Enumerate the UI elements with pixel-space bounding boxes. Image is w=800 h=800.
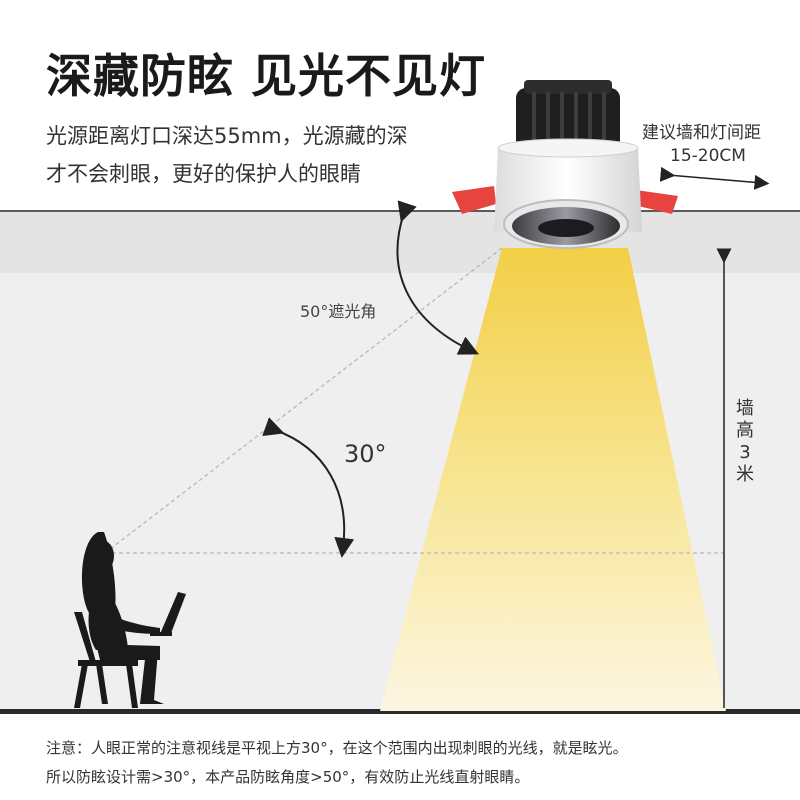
distance-arrow xyxy=(659,166,770,190)
wall-height-label: 墙高3米 xyxy=(736,398,754,485)
note-line-1: 注意：人眼正常的注意视线是平视上方30°，在这个范围内出现刺眼的光线，就是眩光。 xyxy=(46,739,628,757)
wall-distance-value: 15-20CM xyxy=(670,146,746,166)
left-clip xyxy=(452,186,496,214)
downlight xyxy=(452,80,678,249)
description-line-2: 才不会刺眼，更好的保护人的眼睛 xyxy=(46,162,361,186)
wall-distance-label: 建议墙和灯间距 xyxy=(642,123,761,143)
description-line-1: 光源距离灯口深达55mm，光源藏的深 xyxy=(46,124,408,148)
shading-arc xyxy=(396,200,479,355)
shading-angle-label: 50°遮光角 xyxy=(300,302,377,321)
right-clip xyxy=(636,190,678,214)
floor-line xyxy=(0,709,800,714)
light-beam xyxy=(380,248,726,711)
sight-angle-label: 30° xyxy=(344,440,387,468)
person-silhouette xyxy=(74,532,186,708)
page-title: 深藏防眩 见光不见灯 xyxy=(46,49,487,103)
sight-arc xyxy=(262,417,355,558)
ceiling xyxy=(0,211,800,273)
note-line-2: 所以防眩设计需>30°，本产品防眩角度>50°，有效防止光线直射眼睛。 xyxy=(46,768,530,786)
